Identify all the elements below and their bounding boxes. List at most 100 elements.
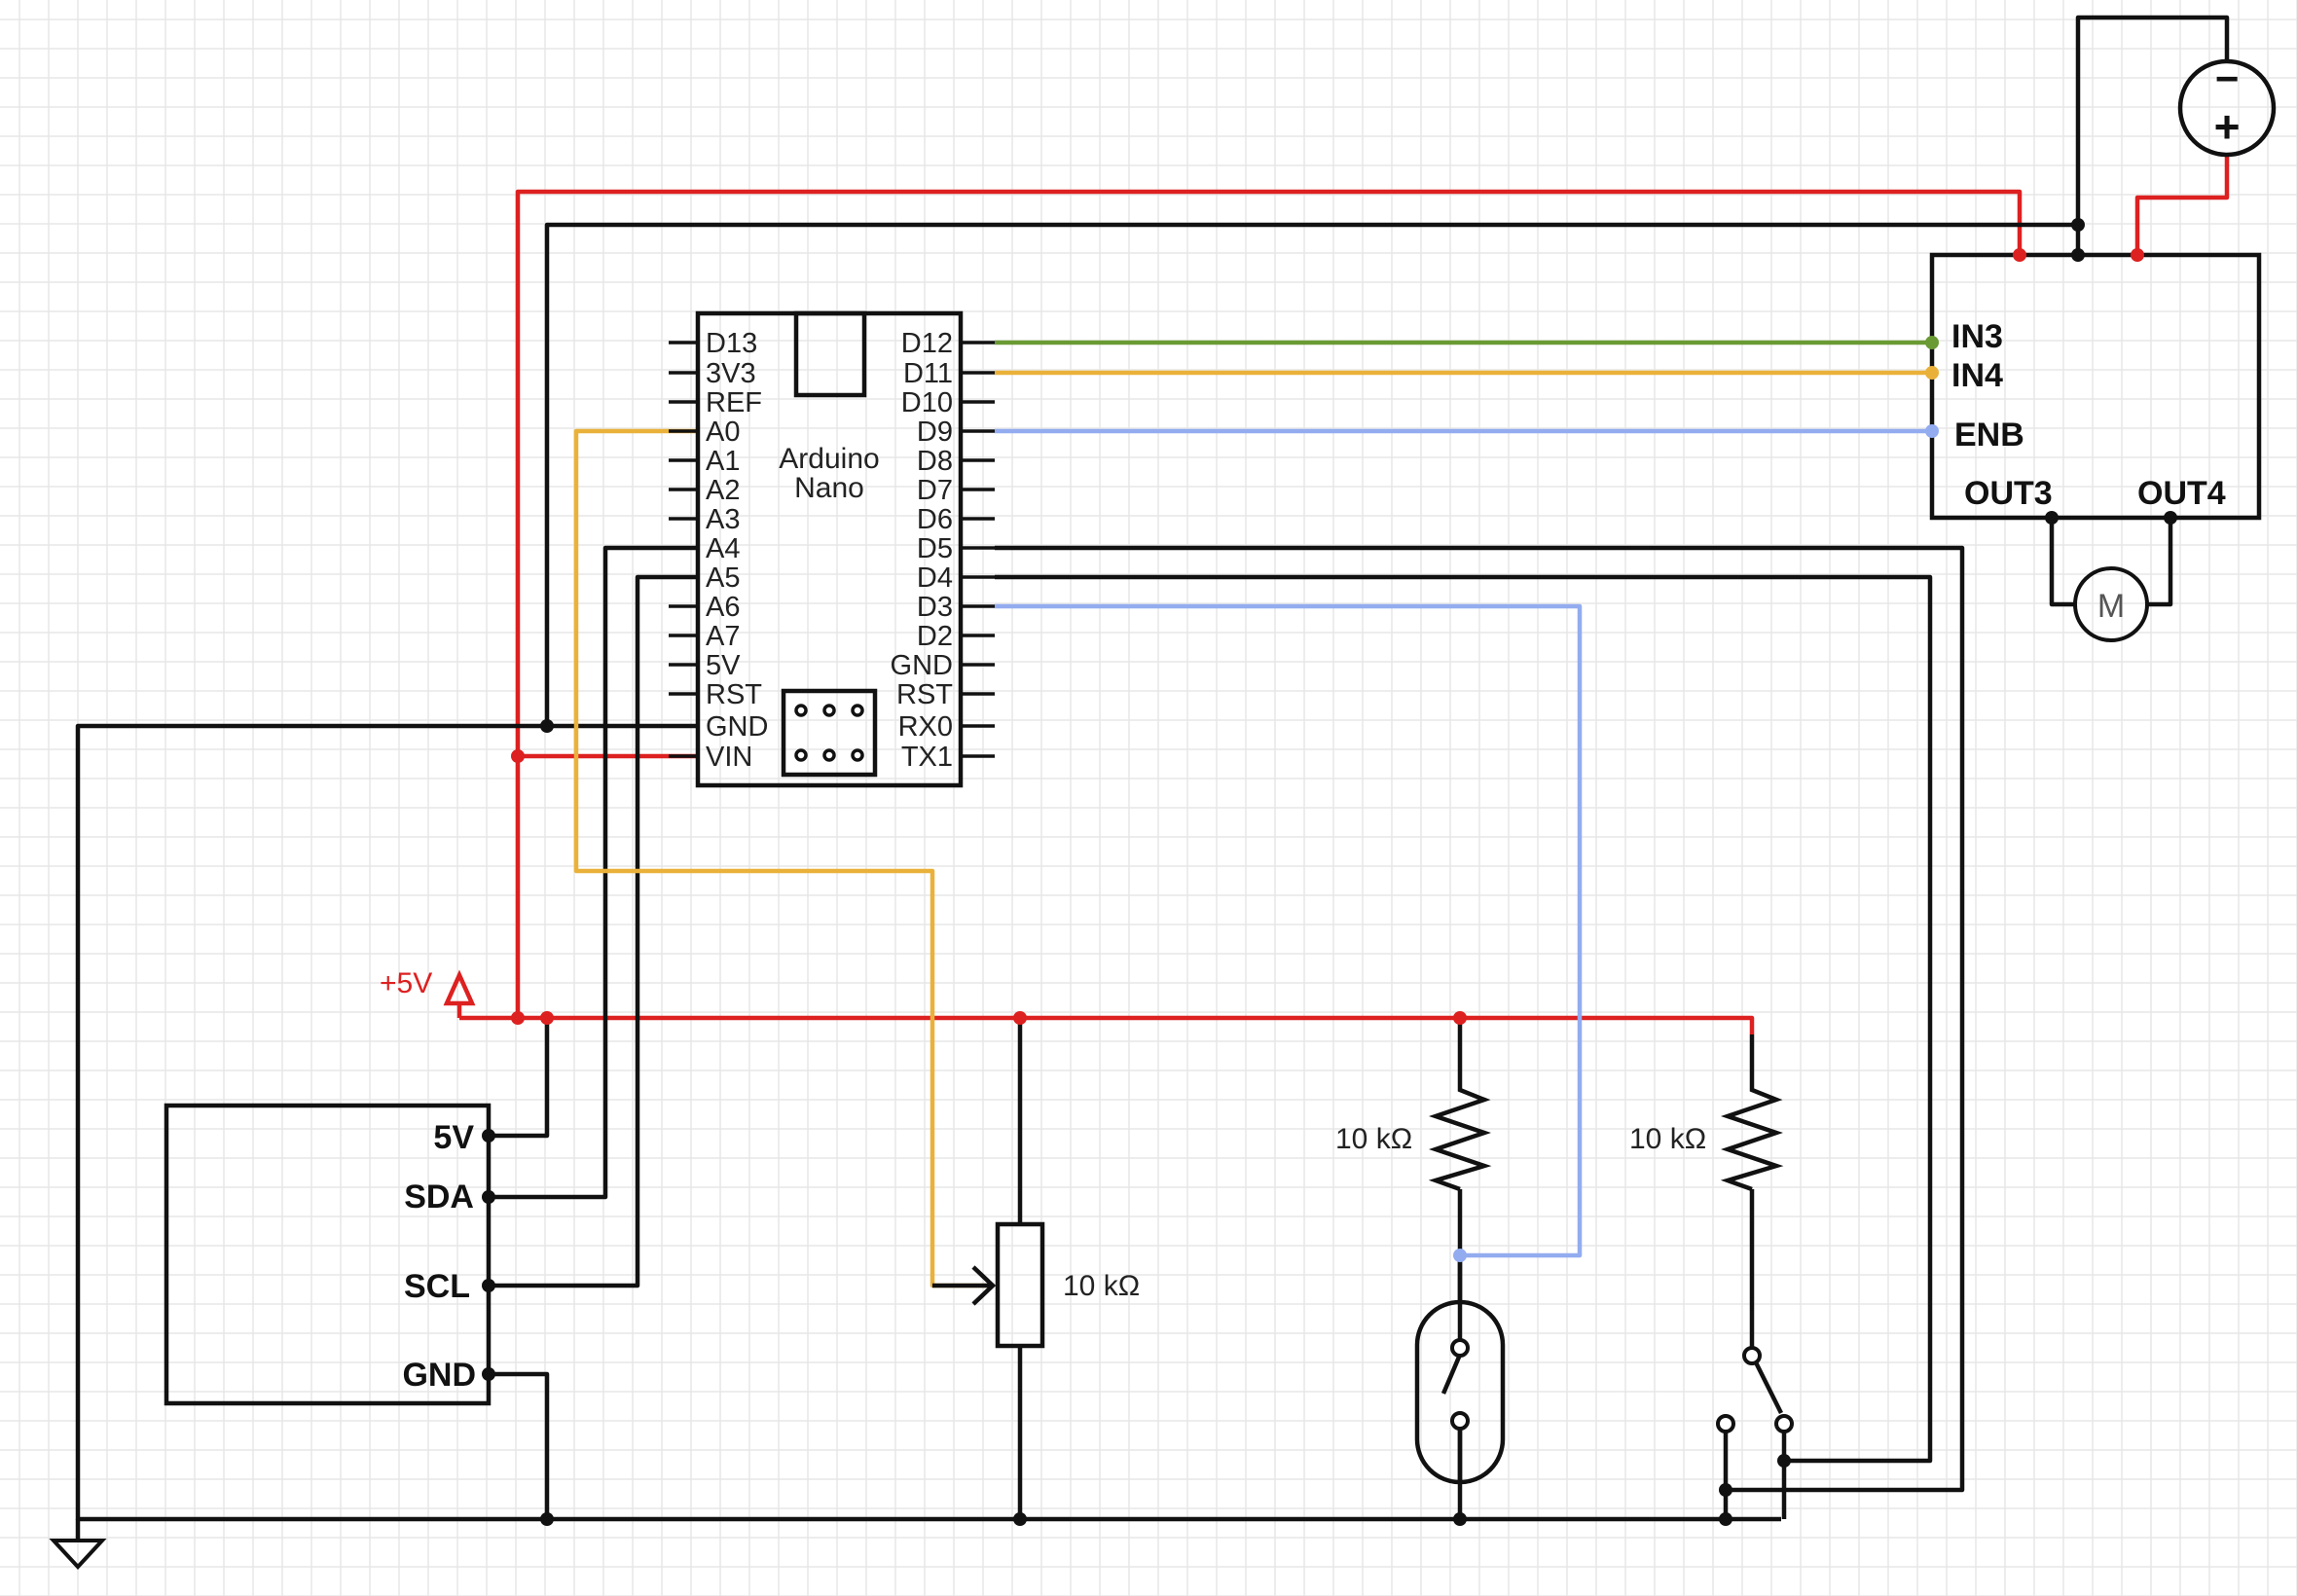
wire-d3-reed (995, 603, 1583, 1258)
motor: M (2073, 566, 2149, 642)
switch-pole (1742, 1346, 1762, 1365)
switch-lever (1753, 1360, 1784, 1415)
pin-label: D6 (917, 504, 953, 535)
arduino-name-line1: Arduino (779, 443, 879, 475)
wire-a5-scl (489, 574, 698, 1288)
pin-label: A3 (706, 504, 740, 535)
pin-label: RST (896, 679, 953, 710)
wire-battery-minus (2075, 15, 2230, 225)
arduino-name-line2: Nano (794, 472, 864, 504)
pin-label: A4 (706, 533, 740, 564)
pin-label: D3 (917, 592, 953, 623)
resistor-1-value: 10 kΩ (1335, 1123, 1412, 1155)
motor-body (2073, 566, 2149, 642)
pin-d12: D12 (901, 328, 995, 359)
display-5v-label: 5V (433, 1119, 474, 1156)
wires (75, 15, 2230, 1522)
pin-label: 5V (706, 650, 741, 681)
display-gnd-label: GND (402, 1357, 476, 1394)
spdt-switch (1716, 1346, 1794, 1433)
pin-rx0: RX0 (898, 711, 995, 743)
wire-display-5v (489, 1018, 550, 1139)
wire-d5-switch (995, 545, 1965, 1519)
battery: − + (2177, 55, 2277, 158)
driver-body (1929, 252, 2262, 521)
switch-throw-no (1774, 1414, 1794, 1433)
pin-d5: D5 (917, 533, 995, 564)
ground-symbol (49, 1519, 107, 1570)
reed-switch (1414, 1255, 1506, 1485)
pin-d3: D3 (917, 592, 995, 623)
pin-d2: D2 (917, 621, 995, 652)
arduino-nano: Arduino Nano D13 3V3 REF A0 A1 A2 A3 A4 … (669, 310, 995, 788)
pin-label: D13 (706, 328, 757, 359)
pin-label: 3V3 (706, 358, 756, 389)
wire-battery-plus (2134, 154, 2230, 255)
pin-label: D7 (917, 475, 953, 506)
potentiometer-value: 10 kΩ (1063, 1270, 1140, 1302)
pin-label: D12 (901, 328, 953, 359)
pin-label: A0 (706, 417, 740, 448)
pin-label: REF (706, 387, 762, 418)
display-scl-label: SCL (404, 1268, 470, 1305)
pin-tx1: TX1 (901, 742, 995, 773)
pin-d4: D4 (917, 562, 995, 594)
driver-out4-label: OUT4 (2137, 475, 2226, 512)
arduino-left-pins: D13 3V3 REF A0 A1 A2 A3 A4 A5 A6 A7 5V R… (669, 328, 768, 773)
driver-in3-label: IN3 (1951, 318, 2003, 355)
pin-label: D5 (917, 533, 953, 564)
pin-rst-right: RST (896, 679, 995, 710)
pin-label: RX0 (898, 711, 953, 743)
pin-vin: VIN (669, 742, 752, 773)
pin-label: VIN (706, 742, 752, 773)
icsp-header (781, 688, 878, 778)
pin-label: D8 (917, 446, 953, 477)
wire-motor-out4 (2147, 518, 2173, 607)
junctions (482, 218, 2177, 1526)
resistor-1-zigzag (1428, 1082, 1492, 1192)
pin-ref: REF (669, 387, 762, 418)
wire-vin-to-driver-12v (515, 189, 2023, 759)
motor-driver: IN3 IN4 ENB OUT3 OUT4 (1929, 252, 2262, 521)
pin-label: D10 (901, 387, 953, 418)
pin-label: A5 (706, 562, 740, 594)
power-flag: +5V (380, 967, 476, 1006)
pin-d6: D6 (917, 504, 995, 535)
pin-label: D11 (903, 358, 953, 389)
pin-label: A7 (706, 621, 740, 652)
icsp-pins (794, 704, 864, 762)
potentiometer-body (995, 1221, 1045, 1349)
pin-d11: D11 (903, 358, 995, 389)
pin-label: D9 (917, 417, 953, 448)
driver-in4-label: IN4 (1951, 357, 2003, 394)
pin-a1: A1 (669, 446, 740, 477)
power-flag-label: +5V (380, 967, 432, 999)
pin-label: TX1 (901, 742, 953, 773)
wire-gnd-to-driver (544, 222, 2081, 729)
display-sda-label: SDA (404, 1179, 474, 1215)
wire-display-gnd (489, 1371, 550, 1519)
display-module: 5V SDA SCL GND (164, 1103, 492, 1406)
resistor-2: 10 kΩ (1629, 1082, 1784, 1192)
pin-d8: D8 (917, 446, 995, 477)
pin-rst-left: RST (669, 679, 762, 710)
pin-a0: A0 (669, 417, 740, 448)
wire-d4-switch (995, 574, 1933, 1464)
battery-plus-sign: + (2214, 101, 2241, 152)
driver-out3-label: OUT3 (1964, 475, 2053, 512)
battery-body (2177, 58, 2277, 158)
pin-a4: A4 (669, 533, 740, 564)
pin-label: GND (706, 711, 768, 743)
pin-d9: D9 (917, 417, 995, 448)
pin-a3: A3 (669, 504, 740, 535)
pin-a5: A5 (669, 562, 740, 594)
pin-label: A1 (706, 446, 740, 477)
pin-label: D4 (917, 562, 953, 594)
driver-enb-label: ENB (1954, 417, 2024, 453)
arduino-right-pins: D12 D11 D10 D9 D8 D7 D6 D5 D4 D3 D2 GND … (891, 328, 995, 773)
pin-d10: D10 (901, 387, 995, 418)
battery-minus-sign: − (2215, 55, 2240, 101)
pin-3v3: 3V3 (669, 358, 756, 389)
pin-a2: A2 (669, 475, 740, 506)
